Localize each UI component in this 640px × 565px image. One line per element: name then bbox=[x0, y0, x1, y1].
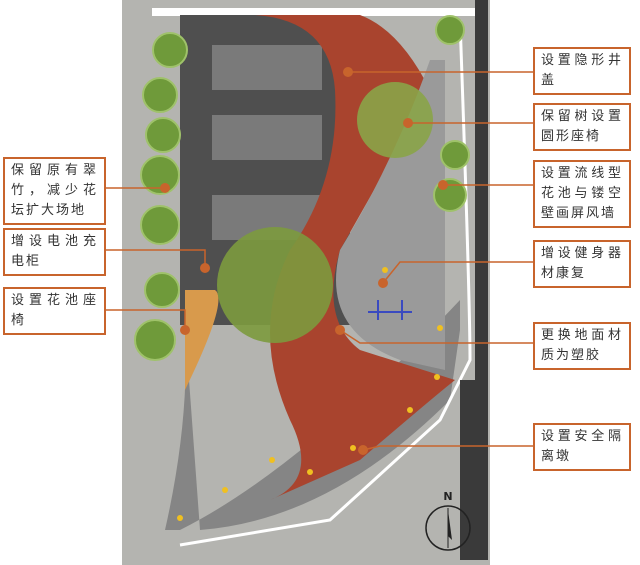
building bbox=[212, 115, 322, 160]
label-rubber-surface: 更换地面材质为塑胶 bbox=[533, 322, 631, 370]
large-tree bbox=[217, 227, 333, 343]
label-round-tree-seat: 保留树设置圆形座椅 bbox=[533, 103, 631, 151]
bamboo-trees bbox=[134, 15, 470, 361]
top-boundary bbox=[152, 8, 482, 16]
label-battery-charging-cabinet: 增设电池充电柜 bbox=[3, 228, 106, 276]
retained-tree bbox=[357, 82, 433, 158]
label-safety-bollards: 设置安全隔离墩 bbox=[533, 423, 631, 471]
compass-icon bbox=[425, 505, 471, 551]
flower-bed-seat bbox=[180, 290, 219, 400]
label-fitness-equipment: 增设健身器材康复 bbox=[533, 240, 631, 288]
fitness-equipment bbox=[368, 300, 412, 320]
leader-lines bbox=[106, 71, 533, 451]
rubber-surface bbox=[255, 15, 455, 500]
safety-bollards bbox=[177, 267, 443, 521]
label-streamline-planter-screen-wall: 设置流线型花池与镂空壁画屏风墙 bbox=[533, 160, 631, 228]
side-road bbox=[460, 0, 488, 560]
label-hidden-manhole-cover: 设置隐形井盖 bbox=[533, 47, 631, 95]
building bbox=[212, 45, 322, 90]
compass-north-label: N bbox=[443, 490, 452, 503]
label-retain-bamboo: 保留原有翠竹，减少花坛扩大场地 bbox=[3, 157, 106, 225]
label-planter-seat: 设置花池座椅 bbox=[3, 287, 106, 335]
boundary-line bbox=[179, 19, 472, 547]
leader-dots bbox=[160, 67, 448, 455]
